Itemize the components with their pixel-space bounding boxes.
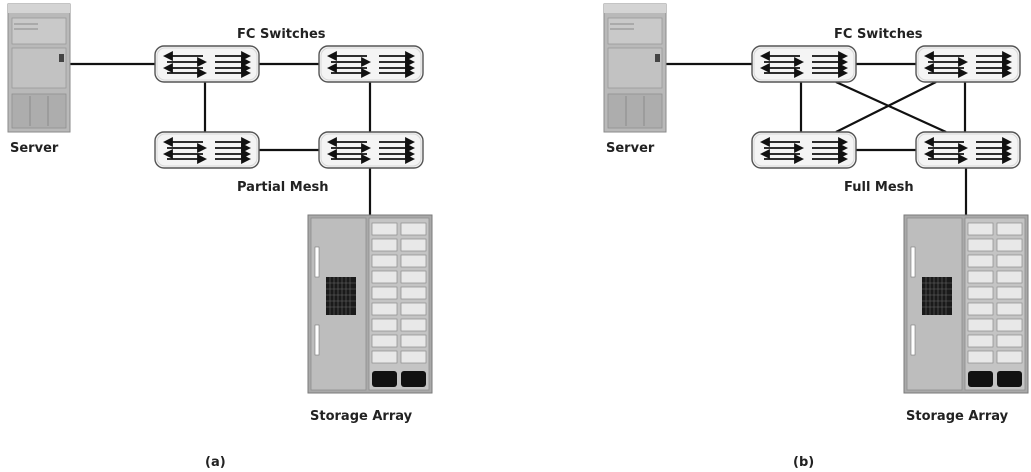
- fc-switch-icon: [318, 45, 424, 83]
- fc-switches-label: FC Switches: [834, 27, 923, 42]
- fc-switch-icon: [318, 131, 424, 169]
- fc-switch-icon: [154, 45, 260, 83]
- topology-label: Full Mesh: [844, 180, 914, 195]
- fc-switch-icon: [915, 131, 1021, 169]
- link-switch-2-switch-3: [835, 81, 937, 133]
- panel-a: FC Switches Server Partial Mesh Storage …: [7, 3, 433, 470]
- fc-switch-icon: [915, 45, 1021, 83]
- link-switch-1-switch-4: [835, 80, 947, 134]
- fc-switches-label: FC Switches: [237, 27, 326, 42]
- fc-switch-icon: [751, 45, 857, 83]
- storage-array-label: Storage Array: [906, 409, 1009, 424]
- server-label: Server: [606, 141, 655, 156]
- panel-b: FC Switches Server Full Mesh Storage Arr…: [603, 3, 1029, 470]
- fc-switch-icon: [154, 131, 260, 169]
- fc-switch-icon: [751, 131, 857, 169]
- topology-label: Partial Mesh: [237, 180, 329, 195]
- storage-array-icon: [307, 214, 433, 394]
- server-icon: [603, 3, 667, 133]
- panel-caption: (b): [793, 455, 814, 470]
- storage-array-icon: [903, 214, 1029, 394]
- server-icon: [7, 3, 71, 133]
- server-label: Server: [10, 141, 59, 156]
- storage-array-label: Storage Array: [310, 409, 413, 424]
- panel-caption: (a): [205, 455, 226, 470]
